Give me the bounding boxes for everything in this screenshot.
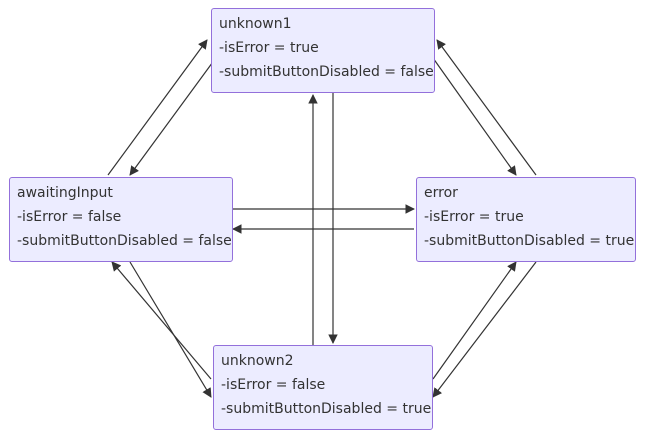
state-node-unknown1: unknown1 -isError = true -submitButtonDi… [211,8,435,93]
transition-awaitingInput-to-unknown1 [107,39,208,176]
state-property: -isError = true [219,40,319,56]
state-property: -submitButtonDisabled = false [17,233,232,249]
transition-unknown2-to-error [432,261,517,380]
transition-unknown1-to-error [432,57,517,176]
state-node-awaiting-input: awaitingInput -isError = false -submitBu… [9,177,233,262]
transition-awaitingInput-to-unknown2 [129,261,212,398]
state-property: -submitButtonDisabled = false [219,64,434,80]
transition-error-to-unknown1 [436,39,537,176]
state-node-error: error -isError = true -submitButtonDisab… [416,177,636,262]
state-property: -isError = false [221,377,326,393]
state-property: -isError = false [17,209,122,225]
transition-unknown2-to-awaitingInput [111,261,212,380]
state-name: unknown1 [219,16,292,32]
transition-error-to-unknown2 [432,261,537,398]
state-property: -isError = true [424,209,524,225]
state-name: awaitingInput [17,185,113,201]
state-name: error [424,185,458,201]
state-node-unknown2: unknown2 -isError = false -submitButtonD… [213,345,433,430]
state-name: unknown2 [221,353,294,369]
state-property: -submitButtonDisabled = true [424,233,635,249]
state-property: -submitButtonDisabled = true [221,401,432,417]
